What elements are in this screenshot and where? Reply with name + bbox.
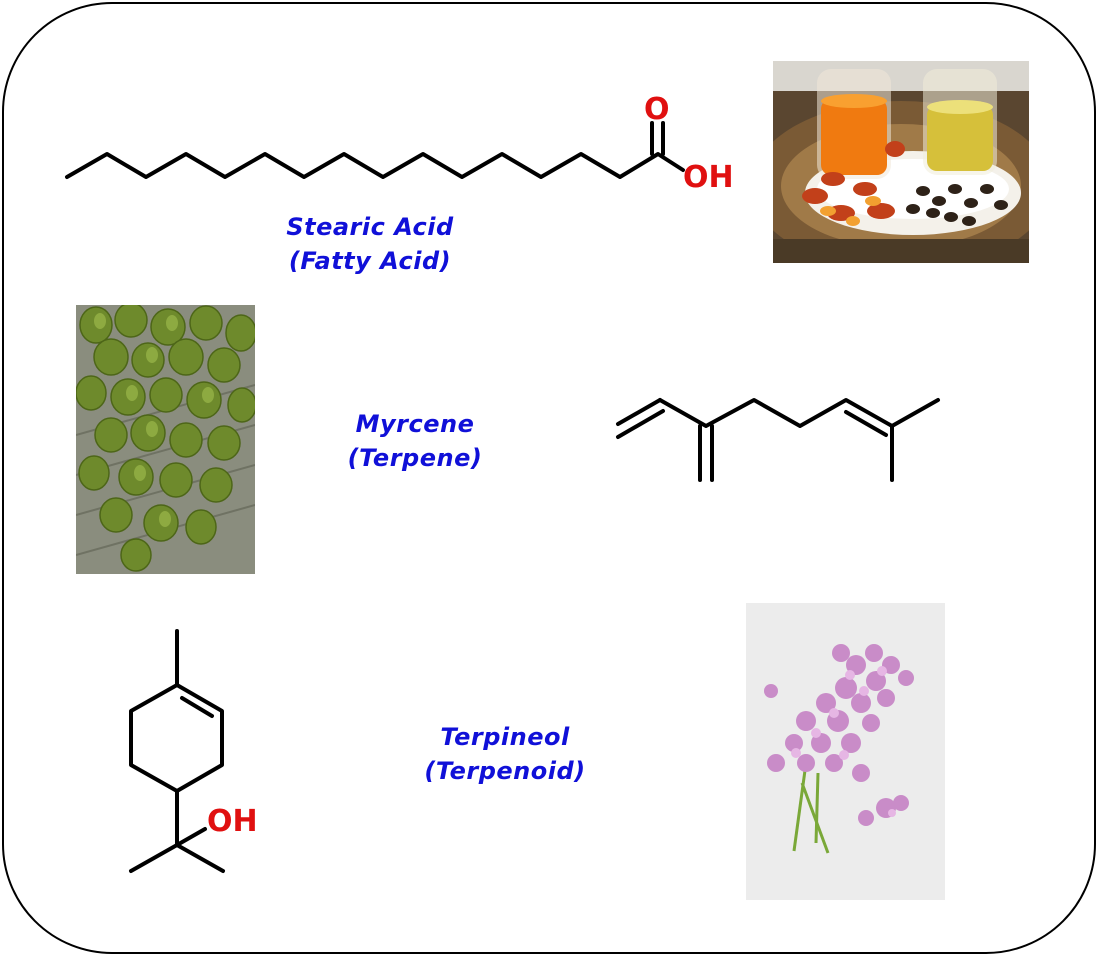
palm-oil-photo: [773, 61, 1029, 263]
hydroxyl-bond: [175, 827, 207, 847]
stearic-acid-label: Stearic Acid (Fatty Acid): [230, 210, 510, 278]
myrcene-chain: [658, 398, 940, 428]
vinyl-double-bond-a: [616, 398, 662, 426]
stearic-acid-structure: [65, 121, 685, 179]
stearic-acid-class: (Fatty Acid): [288, 247, 452, 275]
stearic-acid-chain: [65, 152, 685, 179]
terpineol-class: (Terpenoid): [424, 757, 586, 785]
ring-double-bond: [180, 696, 214, 718]
lilac-flowers-photo-art: [746, 603, 945, 900]
myrcene-name: Myrcene: [355, 410, 475, 438]
alcohol-hydroxyl-atom: OH: [207, 804, 258, 839]
palm-oil-photo-art: [773, 61, 1029, 263]
terpineol-structure: [129, 629, 225, 873]
vinyl-double-bond-b: [616, 409, 665, 439]
myrcene-label: Myrcene (Terpene): [305, 407, 525, 475]
lilac-flowers-photo: [746, 603, 945, 900]
methyl-left-bond: [129, 843, 179, 873]
myrcene-structure: [616, 398, 940, 482]
stearic-acid-name: Stearic Acid: [286, 213, 454, 241]
carbonyl-oxygen-atom: O: [644, 92, 670, 127]
hops-photo: [76, 305, 255, 574]
terpineol-name: Terpineol: [440, 723, 570, 751]
myrcene-class: (Terpene): [347, 444, 483, 472]
cyclohexene-ring: [129, 683, 224, 793]
hops-photo-art: [76, 305, 255, 574]
acid-hydroxyl-atom: OH: [683, 160, 734, 195]
methyl-right-bond: [175, 843, 225, 873]
terpineol-label: Terpineol (Terpenoid): [390, 720, 620, 788]
trisubstituted-double-bond: [844, 410, 888, 437]
